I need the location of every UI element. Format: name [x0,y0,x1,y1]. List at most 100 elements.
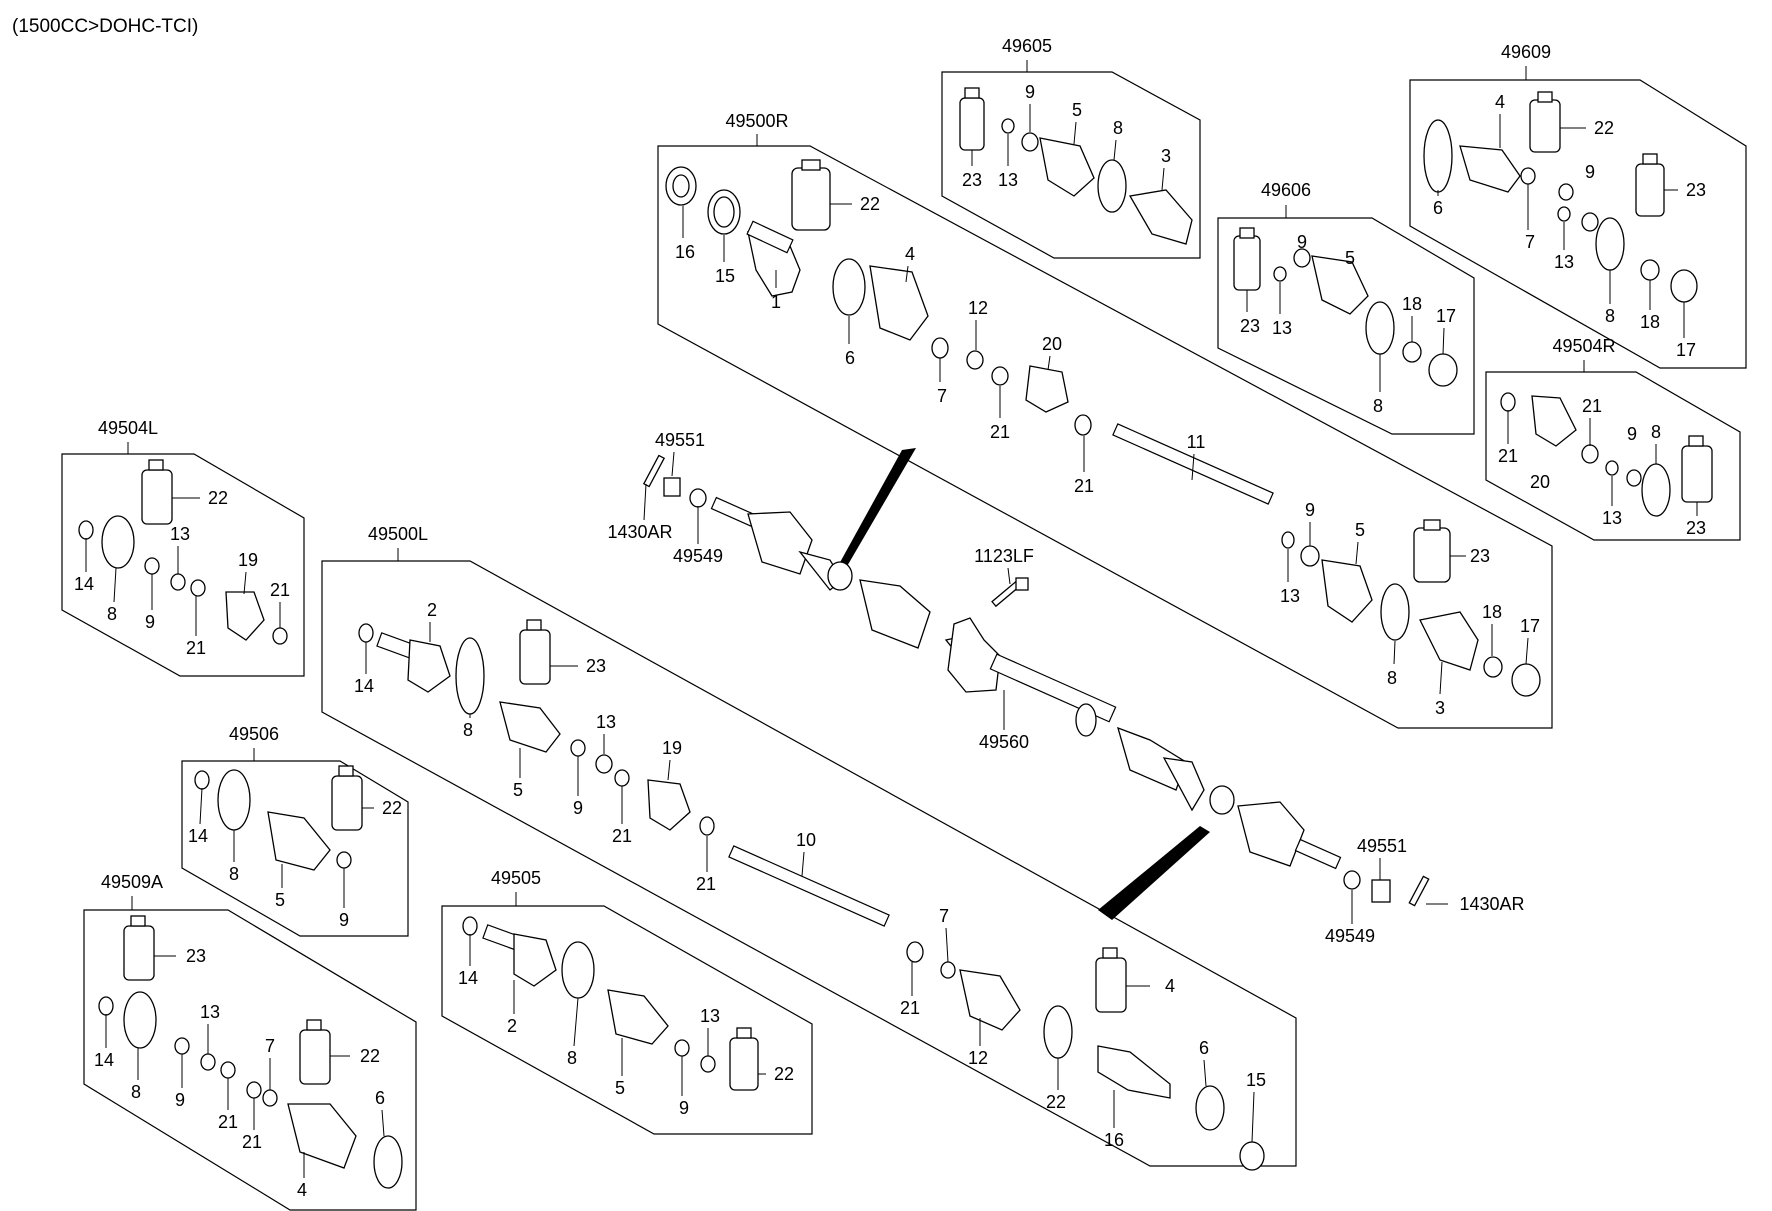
label-8: 8 [1373,396,1383,416]
label-17: 17 [1676,340,1696,360]
label-9: 9 [339,910,349,930]
label-21a: 21 [1498,446,1518,466]
label-21a: 21 [186,638,206,658]
label-13: 13 [170,524,190,544]
label-9: 9 [1305,500,1315,520]
label-49560: 49560 [979,732,1029,752]
label-8: 8 [1387,668,1397,688]
label-20: 20 [1530,472,1550,492]
label-2: 2 [427,600,437,620]
label-1430AR-bottom: 1430AR [1459,894,1524,914]
label-8: 8 [107,604,117,624]
label-1123LF: 1123LF [974,546,1034,566]
label-18: 18 [1482,602,1502,622]
label-20: 20 [1042,334,1062,354]
label-13: 13 [1602,508,1622,528]
label-5: 5 [1072,100,1082,120]
group-code: 49605 [1002,36,1052,56]
label-8: 8 [1605,306,1615,326]
label-5: 5 [1355,520,1365,540]
label-49549-top: 49549 [673,546,723,566]
label-12: 12 [968,298,988,318]
label-5: 5 [275,890,285,910]
group-49506[interactable]: 49506 14 22 8 5 9 [181,724,409,937]
label-22: 22 [382,798,402,818]
label-23: 23 [962,170,982,190]
label-13: 13 [200,1002,220,1022]
label-16: 16 [675,242,695,262]
group-code: 49505 [491,868,541,888]
group-code: 49606 [1261,180,1311,200]
label-21a: 21 [990,422,1010,442]
label-23: 23 [1686,518,1706,538]
label-4: 4 [905,244,915,264]
group-49500R[interactable]: 49500R [657,111,1553,729]
group-49500L[interactable]: 49500L 2 14 8 [321,524,1297,1171]
label-1: 1 [771,292,781,312]
label-49551-bottom: 49551 [1357,836,1407,856]
group-49504R[interactable]: 49504R 21 21 20 9 8 13 23 [1485,336,1741,541]
label-15: 6 [1199,1038,1209,1058]
label-13: 13 [1554,252,1574,272]
label-12: 21 [900,998,920,1018]
label-7: 7 [265,1036,275,1056]
label-8: 8 [1113,118,1123,138]
group-49505[interactable]: 49505 14 2 8 5 13 9 22 [441,868,813,1135]
label-1430AR-top: 1430AR [607,522,672,542]
label-8: 8 [1651,422,1661,442]
label-22: 4 [1165,976,1175,996]
label-6: 22 [1046,1092,1066,1112]
group-49605[interactable]: 49605 23 13 9 5 8 3 [941,36,1201,259]
label-8: 8 [567,1048,577,1068]
label-6: 6 [845,348,855,368]
label-8: 8 [229,864,239,884]
label-4: 12 [968,1048,988,1068]
label-49549-bottom: 49549 [1325,926,1375,946]
group-code: 49500R [725,111,788,131]
label-9: 9 [573,798,583,818]
label-2: 2 [507,1016,517,1036]
driveshaft-assembly[interactable]: 49551 1430AR 49549 1123LF 49560 49551 49… [607,430,1524,946]
label-13: 13 [1272,318,1292,338]
label-7: 7 [939,906,949,926]
group-49509A[interactable]: 49509A 23 14 8 13 9 7 22 [83,872,417,1211]
group-49606[interactable]: 49606 23 9 13 5 18 17 8 [1217,180,1475,435]
group-49504L[interactable]: 49504L 22 14 8 13 9 19 21 21 [61,418,305,677]
engine-spec-header: (1500CC>DOHC-TCI) [12,16,199,37]
group-code: 49609 [1501,42,1551,62]
label-11: 11 [1187,432,1206,452]
group-code: 49509A [101,872,163,892]
label-5: 5 [1345,248,1355,268]
label-23: 23 [1240,316,1260,336]
label-14: 14 [354,676,374,696]
label-9: 9 [679,1098,689,1118]
label-1: 16 [1104,1130,1124,1150]
label-4: 4 [1495,92,1505,112]
label-17: 17 [1520,616,1540,636]
label-17: 17 [1436,306,1456,326]
label-13: 13 [700,1006,720,1026]
label-9: 9 [175,1090,185,1110]
label-21b: 21 [270,580,290,600]
label-14: 14 [458,968,478,988]
label-23: 23 [1686,180,1706,200]
label-23: 23 [1470,546,1490,566]
label-21b: 21 [696,874,716,894]
label-23: 23 [186,946,206,966]
label-21b: 21 [1074,476,1094,496]
label-9: 9 [1025,82,1035,102]
label-22: 22 [774,1064,794,1084]
label-21a: 21 [612,826,632,846]
label-22: 22 [360,1046,380,1066]
group-code: 49504L [98,418,158,438]
label-14: 14 [94,1050,114,1070]
label-3: 3 [1161,146,1171,166]
label-7: 7 [937,386,947,406]
connector-wedge-bottom [1098,826,1210,920]
group-49609[interactable]: 49609 4 22 6 9 7 13 23 [1409,42,1747,369]
label-16: 15 [1246,1070,1266,1090]
group-code: 49504R [1552,336,1615,356]
label-6: 6 [375,1088,385,1108]
label-8: 8 [463,720,473,740]
